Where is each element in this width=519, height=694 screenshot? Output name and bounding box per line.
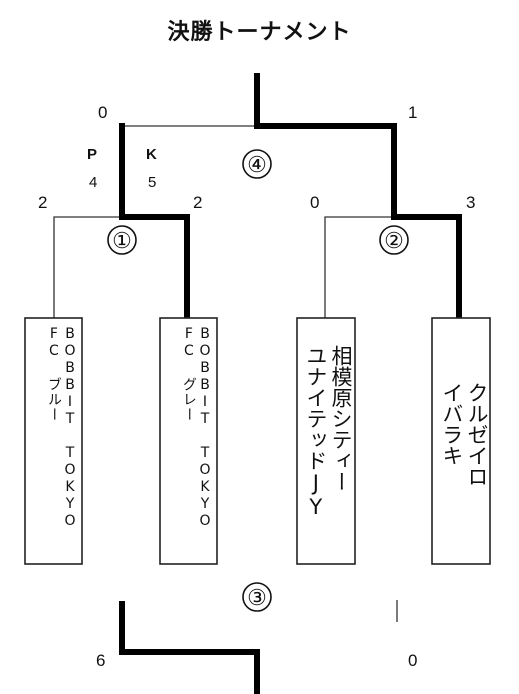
m2-score-left: 0 xyxy=(310,193,319,212)
team-4-line2: イバラキ xyxy=(439,382,464,466)
m1-left-line xyxy=(53,216,122,318)
team-4-line1: クルゼイロ xyxy=(465,382,489,487)
team-3-line1: 相模原シティー xyxy=(329,345,353,492)
m2-final-winner-path xyxy=(254,73,462,321)
m2-score-right: 3 xyxy=(466,193,475,212)
final-number: ④ xyxy=(247,152,267,177)
m2-circle xyxy=(379,225,409,255)
bracket-thin-lines xyxy=(53,125,398,622)
third-score-left: 6 xyxy=(96,651,105,670)
final-score-left: 0 xyxy=(98,103,107,122)
third-score-right: 0 xyxy=(408,651,417,670)
team-2-line2: FC グレー xyxy=(180,326,197,422)
team-box-3 xyxy=(296,317,356,565)
team-box-4 xyxy=(431,317,491,565)
final-circle xyxy=(242,149,272,179)
team-3-line2: ユナイテッドJY xyxy=(303,345,328,519)
final-pk-left-label: P xyxy=(87,146,97,163)
team-box-2 xyxy=(159,317,218,565)
m2-number: ② xyxy=(384,228,404,253)
m1-circle xyxy=(107,225,137,255)
third-winner-path xyxy=(119,601,260,694)
team-1-line1: BOBBIT TOKYO xyxy=(62,326,78,530)
m1-score-left: 2 xyxy=(38,193,47,212)
team-2-line1: BOBBIT TOKYO xyxy=(197,326,213,530)
m1-number: ① xyxy=(112,228,132,253)
m2-left-line xyxy=(324,216,394,318)
team-1-line2: FC ブルー xyxy=(45,326,62,422)
final-pk-right-score: 5 xyxy=(148,174,156,191)
team-box-1 xyxy=(24,317,83,565)
final-pk-left-score: 4 xyxy=(89,174,97,191)
final-score-right: 1 xyxy=(408,103,417,122)
third-number: ③ xyxy=(247,585,267,610)
final-pk-right-label: K xyxy=(146,146,157,163)
m1-winner-path xyxy=(119,123,190,321)
team-name-4: クルゼイロ イバラキ xyxy=(437,382,489,552)
m1-score-right: 2 xyxy=(193,193,202,212)
bracket-winner-lines xyxy=(119,73,462,694)
third-circle xyxy=(242,582,272,612)
team-name-3: 相模原シティー ユナイテッドJY xyxy=(301,345,353,557)
page-title: 決勝トーナメント xyxy=(167,20,352,45)
team-name-2: BOBBIT TOKYO FC グレー xyxy=(165,326,213,560)
team-name-1: BOBBIT TOKYO FC ブルー xyxy=(30,326,78,560)
